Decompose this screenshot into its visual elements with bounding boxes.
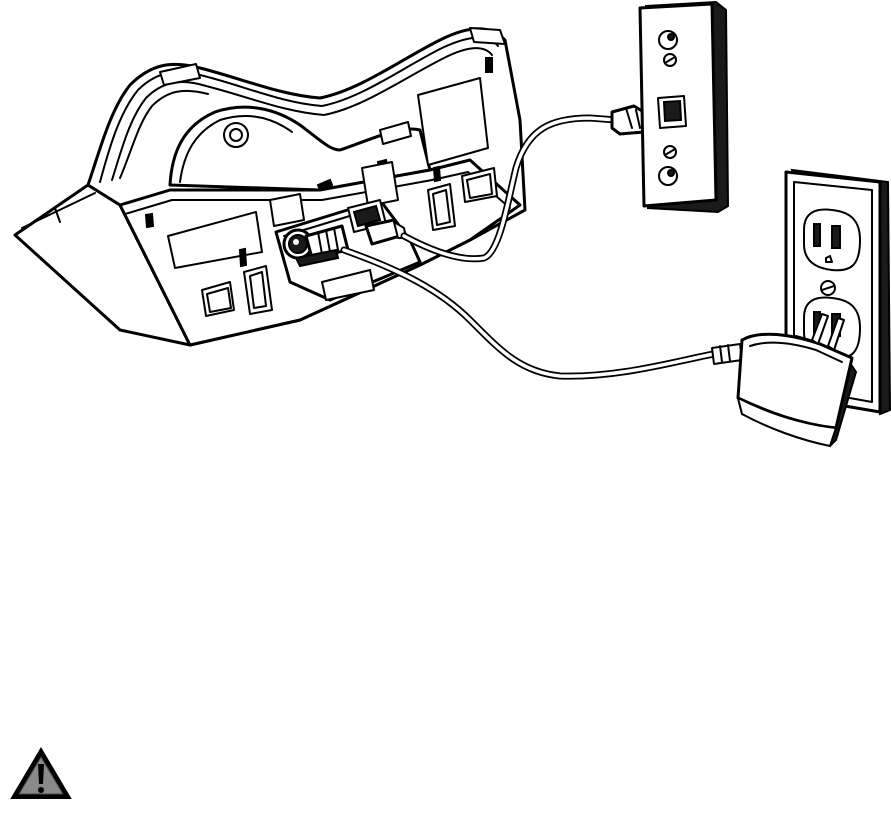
telephone-wall-jack xyxy=(640,2,728,212)
warning-triangle-icon xyxy=(12,749,70,798)
